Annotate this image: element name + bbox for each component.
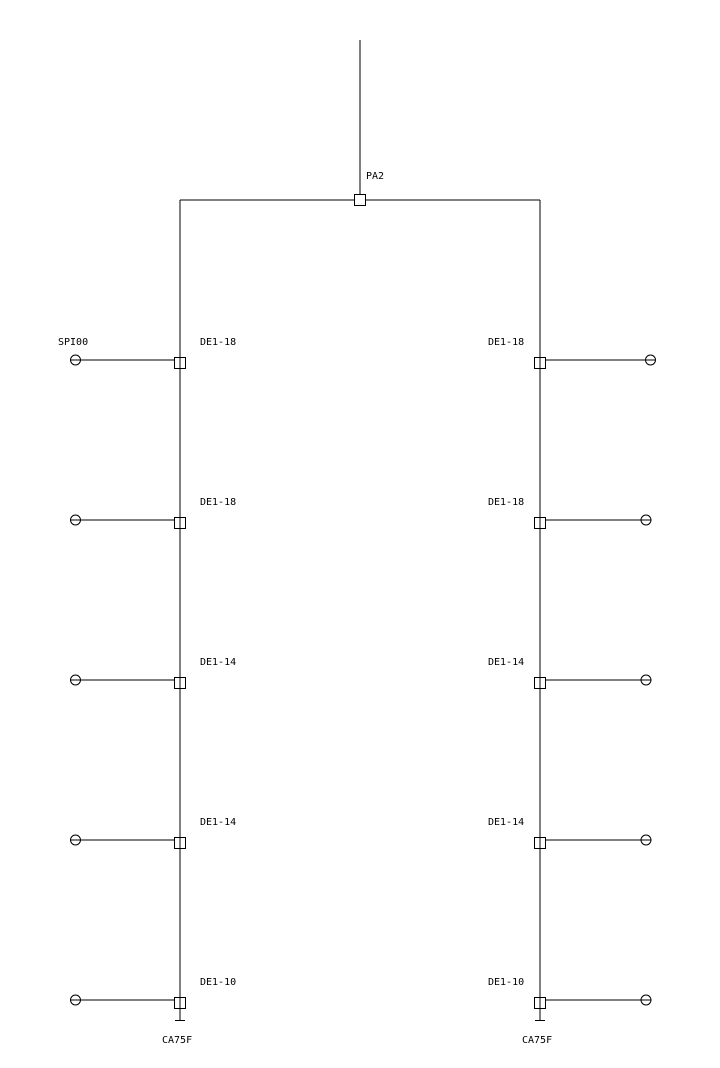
right-node-label: DE1-18 (488, 497, 524, 508)
left-end-label: CA75F (162, 1035, 192, 1046)
start-label: SPI00 (58, 337, 88, 348)
right-node-5[interactable]: DE1-10 (488, 977, 652, 1009)
panel-label: PA2 (366, 171, 384, 182)
right-node-label: DE1-18 (488, 337, 524, 348)
right-node-label: DE1-14 (488, 817, 524, 828)
right-branch: DE1-18 DE1-18 DE1-14 DE1-14 (488, 200, 656, 1046)
left-node-label: DE1-18 (200, 497, 236, 508)
right-node-label: DE1-10 (488, 977, 524, 988)
left-node-label: DE1-10 (200, 977, 236, 988)
right-node-2[interactable]: DE1-18 (488, 497, 652, 529)
right-end-label: CA75F (522, 1035, 552, 1046)
right-node-4[interactable]: DE1-14 (488, 817, 652, 849)
right-node-3[interactable]: DE1-14 (488, 657, 652, 689)
left-node-label: DE1-14 (200, 817, 236, 828)
left-node-2[interactable]: DE1-18 (70, 497, 237, 529)
left-branch: DE1-18 SPI00 DE1-18 DE1-14 DE1-14 (58, 200, 236, 1046)
left-node-label: DE1-18 (200, 337, 236, 348)
left-node-label: DE1-14 (200, 657, 236, 668)
right-node-1[interactable]: DE1-18 (488, 337, 656, 369)
panel-node[interactable] (354, 194, 366, 206)
left-node-4[interactable]: DE1-14 (70, 817, 237, 849)
right-node-label: DE1-14 (488, 657, 524, 668)
left-node-5[interactable]: DE1-10 (70, 977, 237, 1009)
left-node-3[interactable]: DE1-14 (70, 657, 237, 689)
left-node-1[interactable]: DE1-18 (70, 337, 237, 369)
